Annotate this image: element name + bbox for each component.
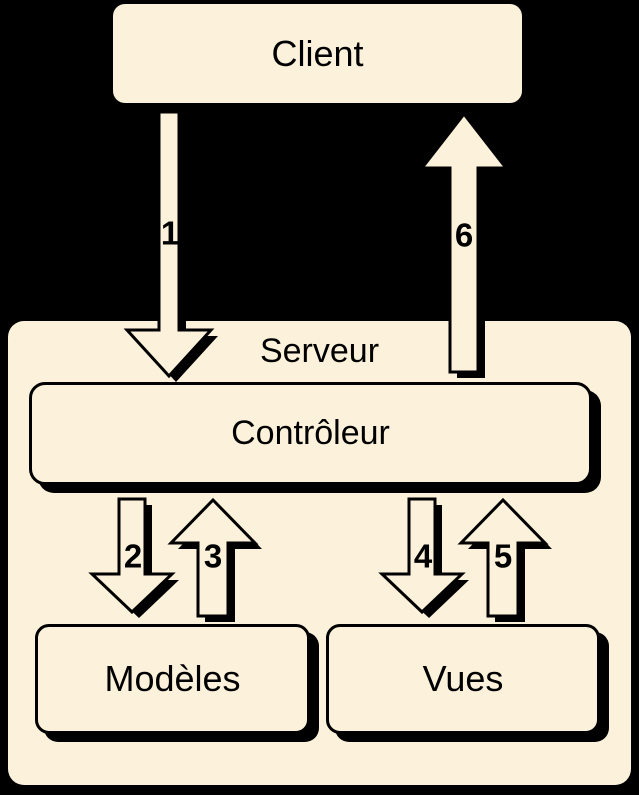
vues-node: Vues: [326, 624, 600, 734]
modeles-node: Modèles: [35, 624, 310, 734]
controleur-node: Contrôleur: [29, 382, 592, 485]
controleur-node-label: Contrôleur: [231, 414, 390, 452]
vues-node-label: Vues: [422, 658, 504, 699]
arrow-2-number: 2: [123, 537, 143, 575]
arrow-6-number: 6: [454, 216, 474, 254]
client-node-label: Client: [271, 32, 364, 74]
arrow-3-number: 3: [203, 537, 223, 575]
serveur-container-label: Serveur: [259, 332, 380, 370]
arrow-4-number: 4: [413, 537, 433, 575]
arrow-1-number: 1: [160, 214, 180, 252]
arrow-5-number: 5: [493, 537, 513, 575]
modeles-node-label: Modèles: [104, 658, 241, 699]
client-node: Client: [113, 4, 522, 103]
